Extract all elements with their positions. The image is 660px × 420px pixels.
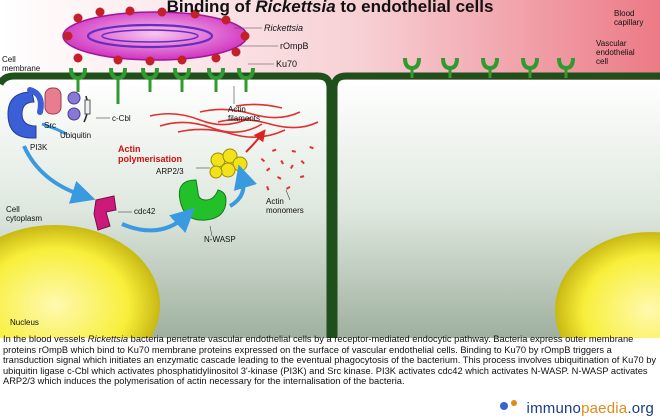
ku70-receptor [481,57,499,78]
pi3k-arm [27,87,44,115]
label-blood-capillary-line2: capillary [614,18,643,27]
label-cell-cytoplasm-line1: Cell [6,205,20,214]
label-actin-polymerisation-line2: polymerisation [118,154,182,164]
label-nwasp: N-WASP [204,235,236,244]
ku70-receptor [403,57,421,78]
label-rompb: rOmpB [280,41,309,51]
rompb-dot [157,7,167,17]
arrow-cdc42-to-nwasp [121,207,195,233]
src-protein [44,87,62,115]
ku70-receptor [69,67,87,92]
label-actin-polymerisation-line1: Actin [118,144,141,154]
label-nucleus: Nucleus [10,318,39,327]
rompb-dot [73,53,83,63]
label-cell-cytoplasm-line2: cytoplasm [6,214,42,223]
label-actin-monomers-line1: Actin [266,197,284,206]
rickettsia-binding-diagram: Binding of Rickettsia to endothelial cel… [0,0,660,338]
rompb-dot [73,13,83,23]
diagram-title: Binding of Rickettsia to endothelial cel… [167,0,494,16]
caption-part2: bacteria penetrate vascular endothelial … [3,334,657,386]
rompb-dot [190,9,200,19]
rickettsia-bacterium [62,11,248,61]
rompb-dot [221,15,231,25]
label-src: Src [44,121,56,130]
label-ku70: Ku70 [276,59,297,69]
arrow-arp23-to-actin [245,129,266,153]
ku70-receptor [521,57,539,78]
label-blood-capillary-line1: Blood [614,9,634,18]
ku70-receptor [141,67,159,92]
logo-dot-icon [511,400,517,406]
logo-part3: .org [627,400,654,417]
ku70-receptors-right [403,57,575,78]
logo-part1: immuno [526,400,582,417]
rompb-dot [95,7,105,17]
label-c-cbl: c-Cbl [112,114,131,123]
c-cbl-marker [84,99,91,115]
ku70-receptor [441,57,459,78]
leader-lines [96,27,291,237]
rompb-dot [113,55,123,65]
ku70-receptors-left [69,67,255,104]
ubiquitin-molecule [67,107,81,121]
caption-italic: Rickettsia [87,334,129,344]
rompb-dot [145,56,155,66]
arrow-src-to-pi3k [41,122,67,136]
label-actin-filaments-line1: Actin [228,105,246,114]
cell-membrane-right [330,72,660,338]
rompb-dot [231,47,241,57]
ku70-receptor [237,67,255,92]
label-rickettsia: Rickettsia [264,23,303,33]
rompb-dot [177,55,187,65]
caption-part1: In the blood vessels [3,334,88,344]
arrow-nwasp-to-arp23 [228,164,257,208]
actin-filaments [149,103,319,138]
rompb-proteins [63,6,250,66]
caption-text: In the blood vessels Rickettsia bacteria… [3,334,657,387]
ku70-receptor [173,67,191,92]
label-vascular-endothelial-cell-line1: Vascular [596,39,627,48]
rompb-dot [211,53,221,63]
rompb-dot [63,31,73,41]
immunopaedia-logo[interactable]: immunopaedia.org [527,400,654,417]
ubiquitin-molecule [67,91,81,105]
cdc42-protein [93,195,117,231]
ku70-receptor [557,57,575,78]
label-ubiquitin: Ubiquitin [60,131,91,140]
rompb-dot [125,6,135,16]
logo-dot-icon [500,402,508,410]
label-actin-filaments-line2: filaments [228,114,260,123]
label-pi3k: PI3K [30,143,48,152]
label-cell-membrane-line2: membrane [2,64,41,73]
ku70-receptor [207,67,225,92]
nucleus-right [555,232,660,338]
label-actin-monomers-line2: monomers [266,206,304,215]
ku70-receptor [109,67,127,104]
rompb-dot [240,31,250,41]
cell-membrane-left [0,72,334,338]
actin-monomers [260,145,314,191]
label-arp23: ARP2/3 [156,167,184,176]
label-vascular-endothelial-cell-line3: cell [596,57,608,66]
logo-part2: paedia [581,400,628,417]
label-cell-membrane-line1: Cell [2,55,16,64]
arrow-pi3k-to-cdc42 [22,145,96,204]
label-vascular-endothelial-cell-line2: endothelial [596,48,635,57]
nucleus-left [0,225,160,338]
label-cdc42: cdc42 [134,207,156,216]
pi3k-protein [7,91,37,139]
